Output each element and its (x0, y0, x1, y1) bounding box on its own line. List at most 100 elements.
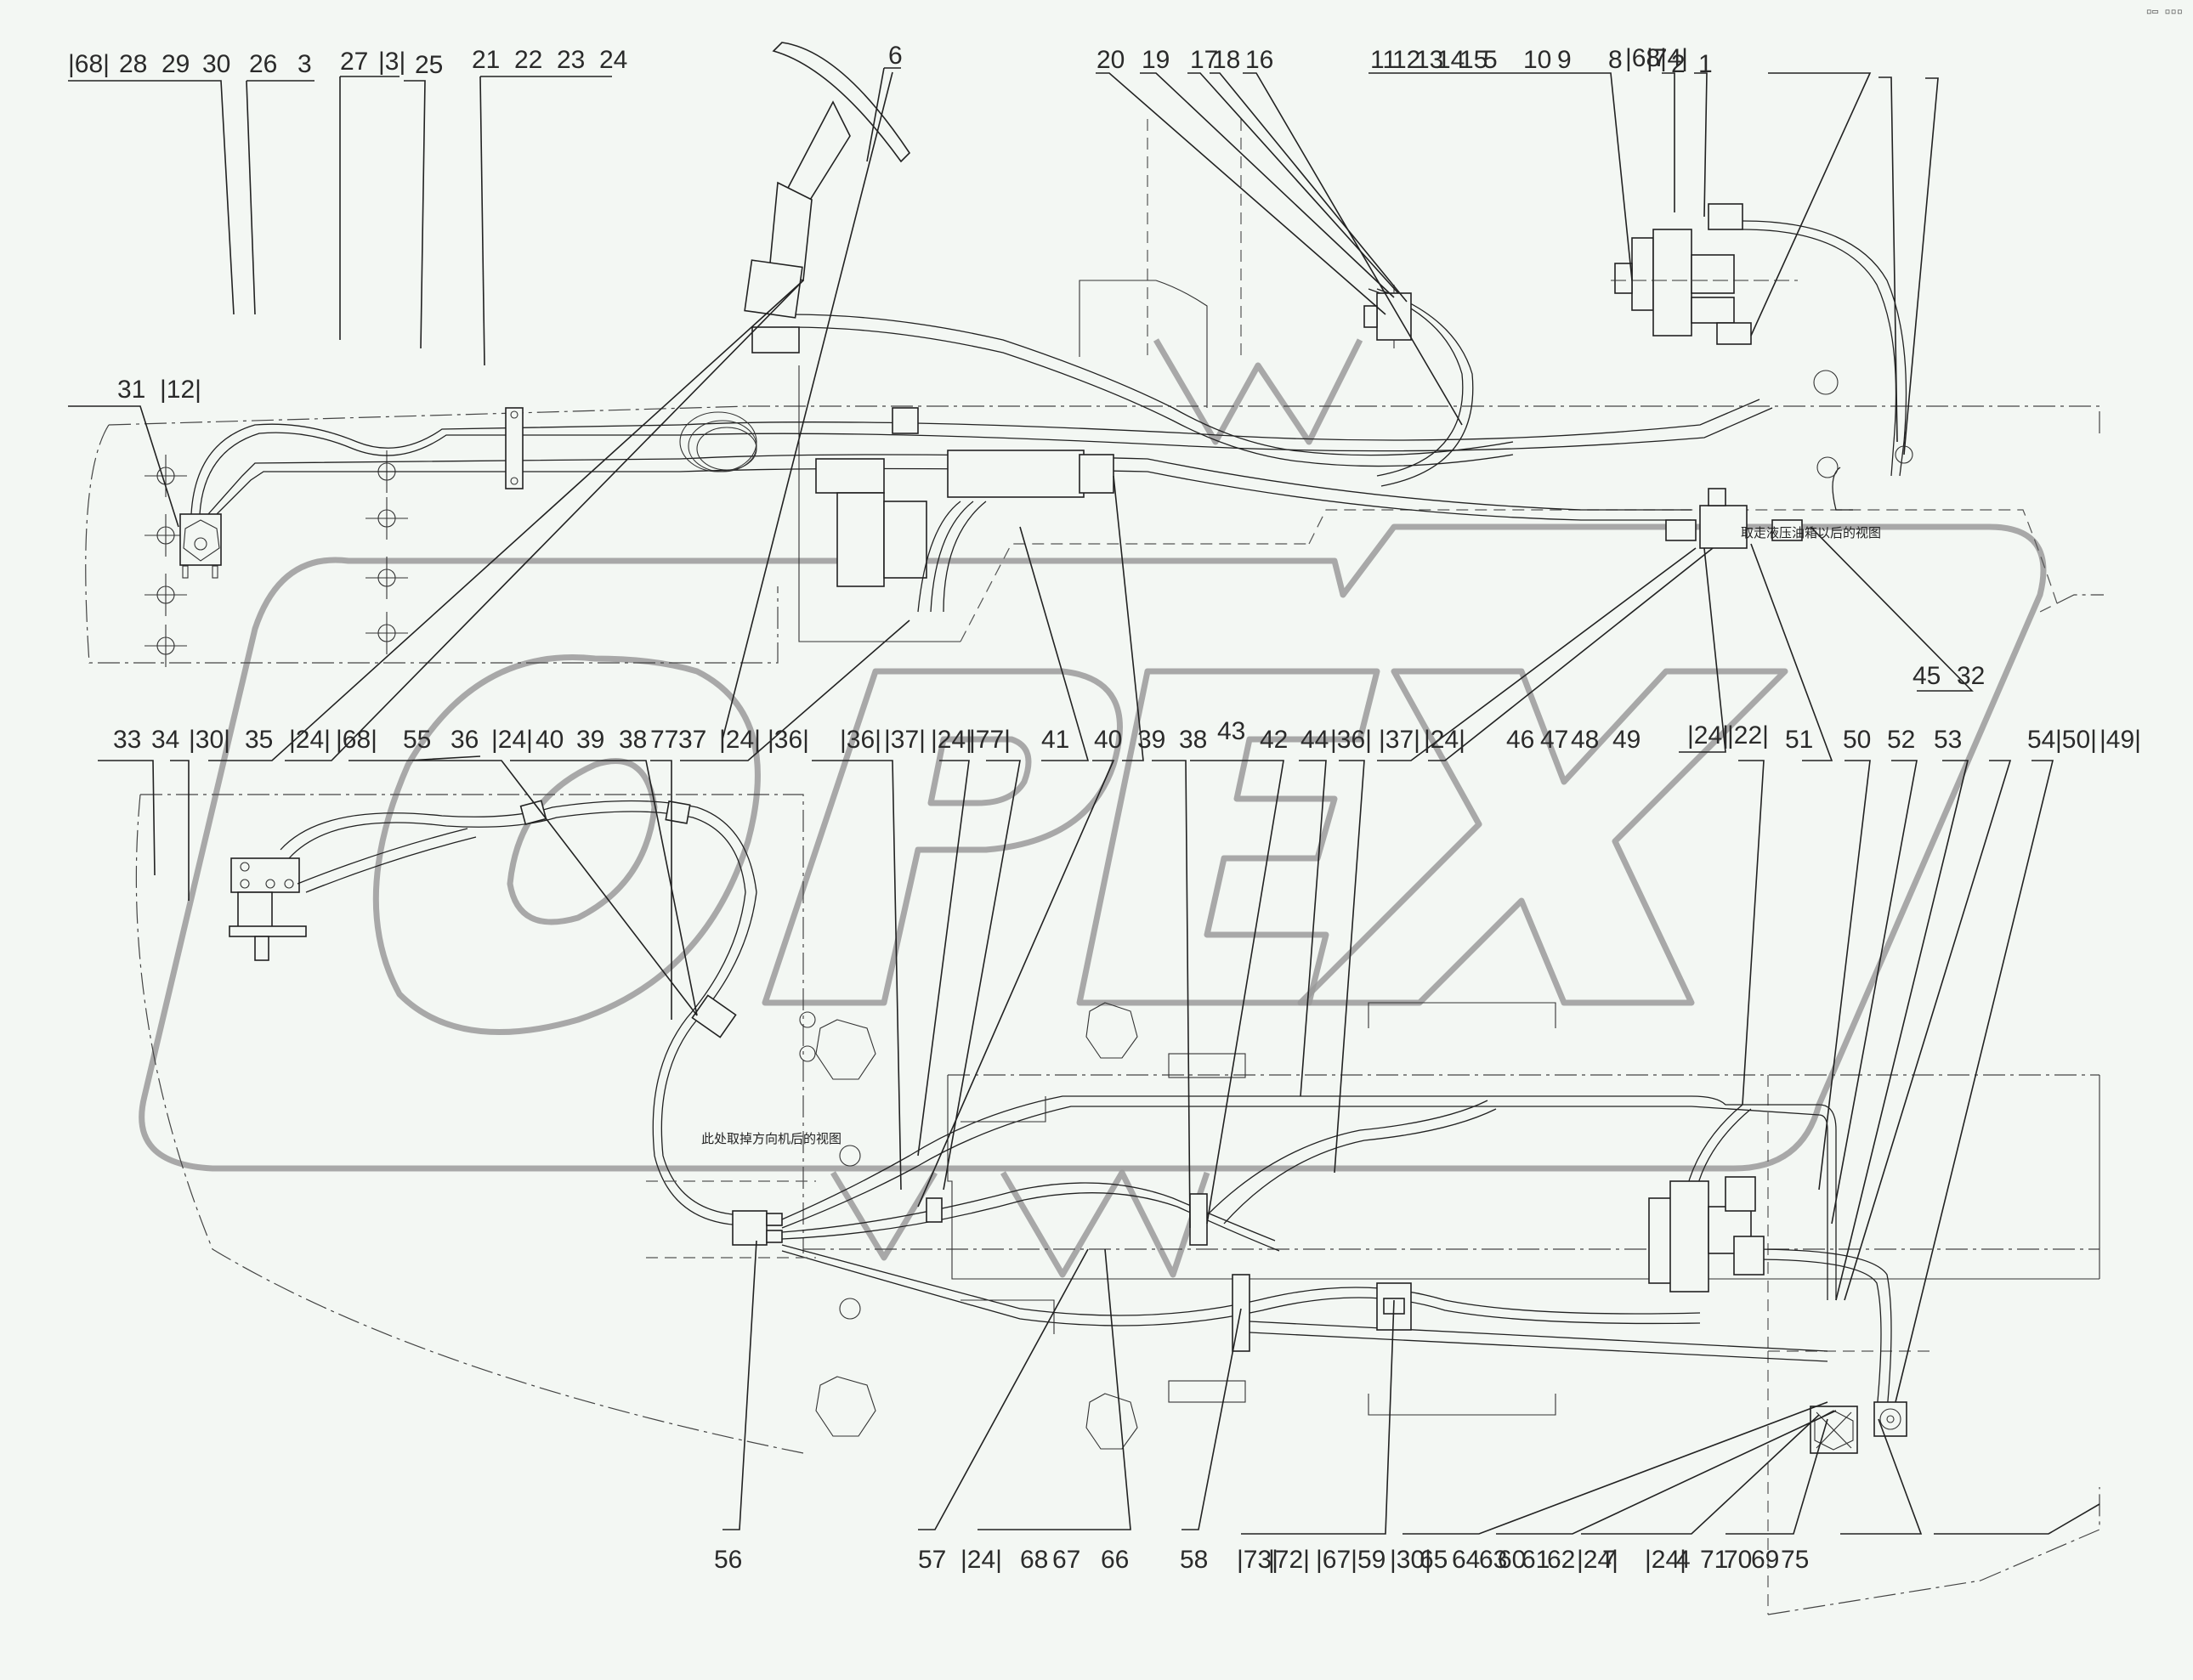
pump-4 (1873, 1401, 1907, 1437)
main-pump-top (1611, 203, 1798, 345)
callout: 59 (1357, 1546, 1386, 1574)
callout: 21 (472, 46, 500, 74)
callout: 18 (1212, 46, 1240, 74)
callout: |36| (1330, 726, 1372, 754)
callout: 36 (450, 726, 479, 754)
callout: 24 (599, 46, 627, 74)
callout: 65 (1420, 1546, 1448, 1574)
callout: 47 (1540, 726, 1568, 754)
callout: 2 (1671, 50, 1686, 78)
callout: |72| (1268, 1546, 1310, 1574)
callouts-top-row: |68| 28 29 30 26 3 27 |3| 25 21 22 23 24… (68, 42, 1713, 79)
callout: 43 (1217, 717, 1245, 745)
callout: 19 (1142, 46, 1170, 74)
callout: 52 (1887, 726, 1915, 754)
callout: |24| (1577, 1546, 1618, 1574)
callout: 4 (1676, 1546, 1691, 1574)
callout: |74| (1646, 44, 1688, 72)
callout: |30| (189, 726, 230, 754)
pump-7 (1810, 1406, 1858, 1454)
callout: 20 (1096, 46, 1125, 74)
callout: 37 (678, 726, 706, 754)
flanges-middle (646, 1002, 1556, 1450)
callout: 48 (1571, 726, 1599, 754)
callout: 69 (1751, 1546, 1779, 1574)
pump-bottom (1648, 1176, 1765, 1293)
pump-31 (179, 513, 222, 579)
callout: 56 (714, 1546, 742, 1574)
callout: 63 (1479, 1546, 1507, 1574)
callout: 9 (1557, 46, 1572, 74)
callout: 8 (1608, 46, 1623, 74)
callout: 50 (1843, 726, 1871, 754)
callout: 62 (1547, 1546, 1575, 1574)
callout: 38 (619, 726, 647, 754)
callouts-middle-row: 33 34 |30| 35 |24| |68| 55 36 |24| 40 39… (113, 717, 2141, 754)
callout: 53 (1934, 726, 1962, 754)
callout: 66 (1101, 1546, 1129, 1574)
callout: |50| (2055, 726, 2097, 754)
callout: |36| (840, 726, 881, 754)
callout: 64 (1452, 1546, 1480, 1574)
callout: 40 (1094, 726, 1122, 754)
callout: 16 (1245, 46, 1273, 74)
callout: 17 (1190, 46, 1218, 74)
callout: 75 (1781, 1546, 1809, 1574)
callout: |24| (719, 726, 761, 754)
callout: 3 (298, 50, 312, 78)
callout: |68| (1625, 44, 1667, 72)
callout: 10 (1523, 46, 1551, 74)
callout: |24| (931, 726, 972, 754)
callout: 51 (1785, 726, 1813, 754)
callout: |49| (2100, 726, 2141, 754)
callout: |24| (289, 726, 331, 754)
callout: 12 (1392, 46, 1420, 74)
callouts-side: 31 |12| 45 32 (117, 376, 1985, 690)
callout: 33 (113, 726, 141, 754)
callout: 6 (888, 42, 903, 70)
callout: 60 (1498, 1546, 1526, 1574)
valve-block-17 (1363, 285, 1412, 348)
note-tank-removed: 取走液压油箱以后的视图 (1741, 525, 1881, 540)
callout: 44 (1300, 726, 1329, 754)
callout: |36| (768, 726, 809, 754)
callout: 29 (162, 50, 190, 78)
bottom-view (135, 794, 2100, 1615)
callout: 57 (918, 1546, 946, 1574)
callout: |73| (1237, 1546, 1278, 1574)
hose-loop-bottom (280, 800, 782, 1226)
callout: 42 (1260, 726, 1288, 754)
top-view (85, 42, 2104, 667)
callout: 14 (1436, 46, 1465, 74)
callout: 46 (1506, 726, 1534, 754)
callout: 40 (536, 726, 564, 754)
note-steering-removed: 此处取掉方向机后的视图 (701, 1131, 842, 1146)
cylinder-mid (815, 407, 1114, 613)
callout: 49 (1612, 726, 1640, 754)
callout: 61 (1522, 1546, 1550, 1574)
callout: 58 (1180, 1546, 1208, 1574)
callout: |24| (960, 1546, 1002, 1574)
callout: 77 (650, 726, 678, 754)
clamp-44 (1189, 1193, 1208, 1246)
callout: |24| (1687, 721, 1729, 749)
callout: |22| (1727, 721, 1769, 749)
callout: 31 (117, 376, 145, 404)
callout: |77| (969, 726, 1011, 754)
callout: 15 (1459, 46, 1488, 74)
callout: |37| (884, 726, 926, 754)
callout: |24| (491, 726, 533, 754)
callout: 28 (119, 50, 147, 78)
callout: 35 (245, 726, 273, 754)
callout: |37| (1379, 726, 1420, 754)
callout: 54 (2027, 726, 2055, 754)
callout: 5 (1483, 46, 1498, 74)
callouts-bottom-row: 56 57 |24| 68 67 66 58 |73| |72| |67| 59… (714, 1546, 1809, 1574)
callout: |12| (160, 376, 201, 404)
callout: 67 (1052, 1546, 1080, 1574)
callout: |24| (1645, 1546, 1686, 1574)
callout: 39 (1137, 726, 1165, 754)
callout: 32 (1957, 662, 1985, 690)
manifold-56 (732, 1095, 1892, 1411)
callout: |68| (68, 50, 110, 78)
